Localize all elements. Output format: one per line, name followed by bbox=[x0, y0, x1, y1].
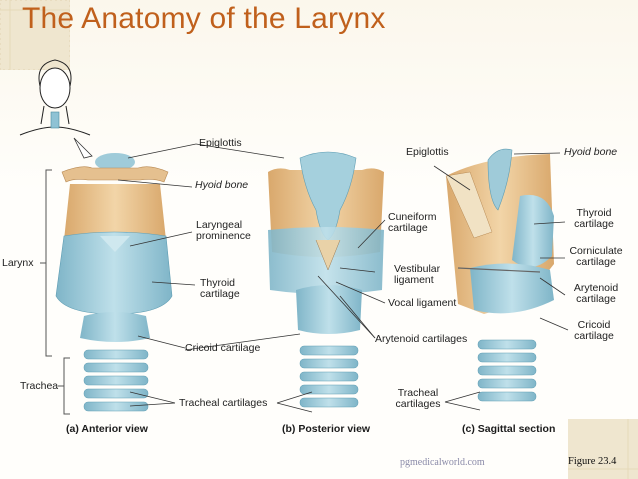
caption-anterior-view: (a) Anterior view bbox=[66, 423, 148, 435]
head-inset bbox=[19, 59, 93, 159]
label-arytenoid-cartilage-c: Arytenoid cartilage bbox=[573, 282, 619, 305]
watermark: pgmedicalworld.com bbox=[400, 457, 485, 468]
label-corniculate-cartilage: Corniculate cartilage bbox=[569, 245, 623, 268]
label-vocal-ligament: Vocal ligament bbox=[388, 297, 457, 309]
label-larynx: Larynx bbox=[2, 257, 34, 269]
slide-title: The Anatomy of the Larynx bbox=[22, 2, 386, 35]
label-tracheal-cartilages-a: Tracheal cartilages bbox=[179, 397, 268, 409]
larynx-illustration bbox=[19, 59, 569, 415]
label-arytenoid-cartilages: Arytenoid cartilages bbox=[375, 333, 468, 345]
posterior-view-drawing bbox=[268, 151, 384, 408]
label-trachea: Trachea bbox=[20, 380, 59, 392]
label-epiglottis-a: Epiglottis bbox=[199, 137, 242, 149]
label-hyoid-bone-a: Hyoid bone bbox=[195, 179, 249, 191]
larynx-bracket bbox=[40, 169, 52, 357]
leader-lines bbox=[117, 143, 569, 413]
label-cricoid-cartilage-a: Cricoid cartilage bbox=[185, 342, 261, 354]
label-cuneiform-cartilage: Cuneiform cartilage bbox=[388, 211, 437, 234]
label-thyroid-cartilage-c: Thyroid cartilage bbox=[574, 207, 614, 230]
label-epiglottis-c: Epiglottis bbox=[406, 146, 449, 158]
label-hyoid-bone-c: Hyoid bone bbox=[564, 146, 618, 158]
figure-number: Figure 23.4 bbox=[568, 456, 617, 467]
caption-posterior-view: (b) Posterior view bbox=[282, 423, 371, 435]
corner-decoration-bottom bbox=[568, 419, 638, 479]
corner-decoration bbox=[0, 0, 70, 70]
trachea-bracket bbox=[58, 357, 70, 415]
label-tracheal-cartilages-c: Tracheal cartilages bbox=[395, 387, 441, 410]
label-vestibular-ligament: Vestibular ligament bbox=[394, 263, 441, 286]
label-cricoid-cartilage-c: Cricoid cartilage bbox=[574, 319, 614, 342]
caption-sagittal-section: (c) Sagittal section bbox=[462, 423, 556, 435]
anterior-view-drawing bbox=[55, 153, 173, 412]
label-thyroid-cartilage-a: Thyroid cartilage bbox=[200, 277, 240, 300]
label-laryngeal-prominence: Laryngeal prominence bbox=[196, 219, 251, 242]
sagittal-view-drawing bbox=[445, 148, 554, 402]
